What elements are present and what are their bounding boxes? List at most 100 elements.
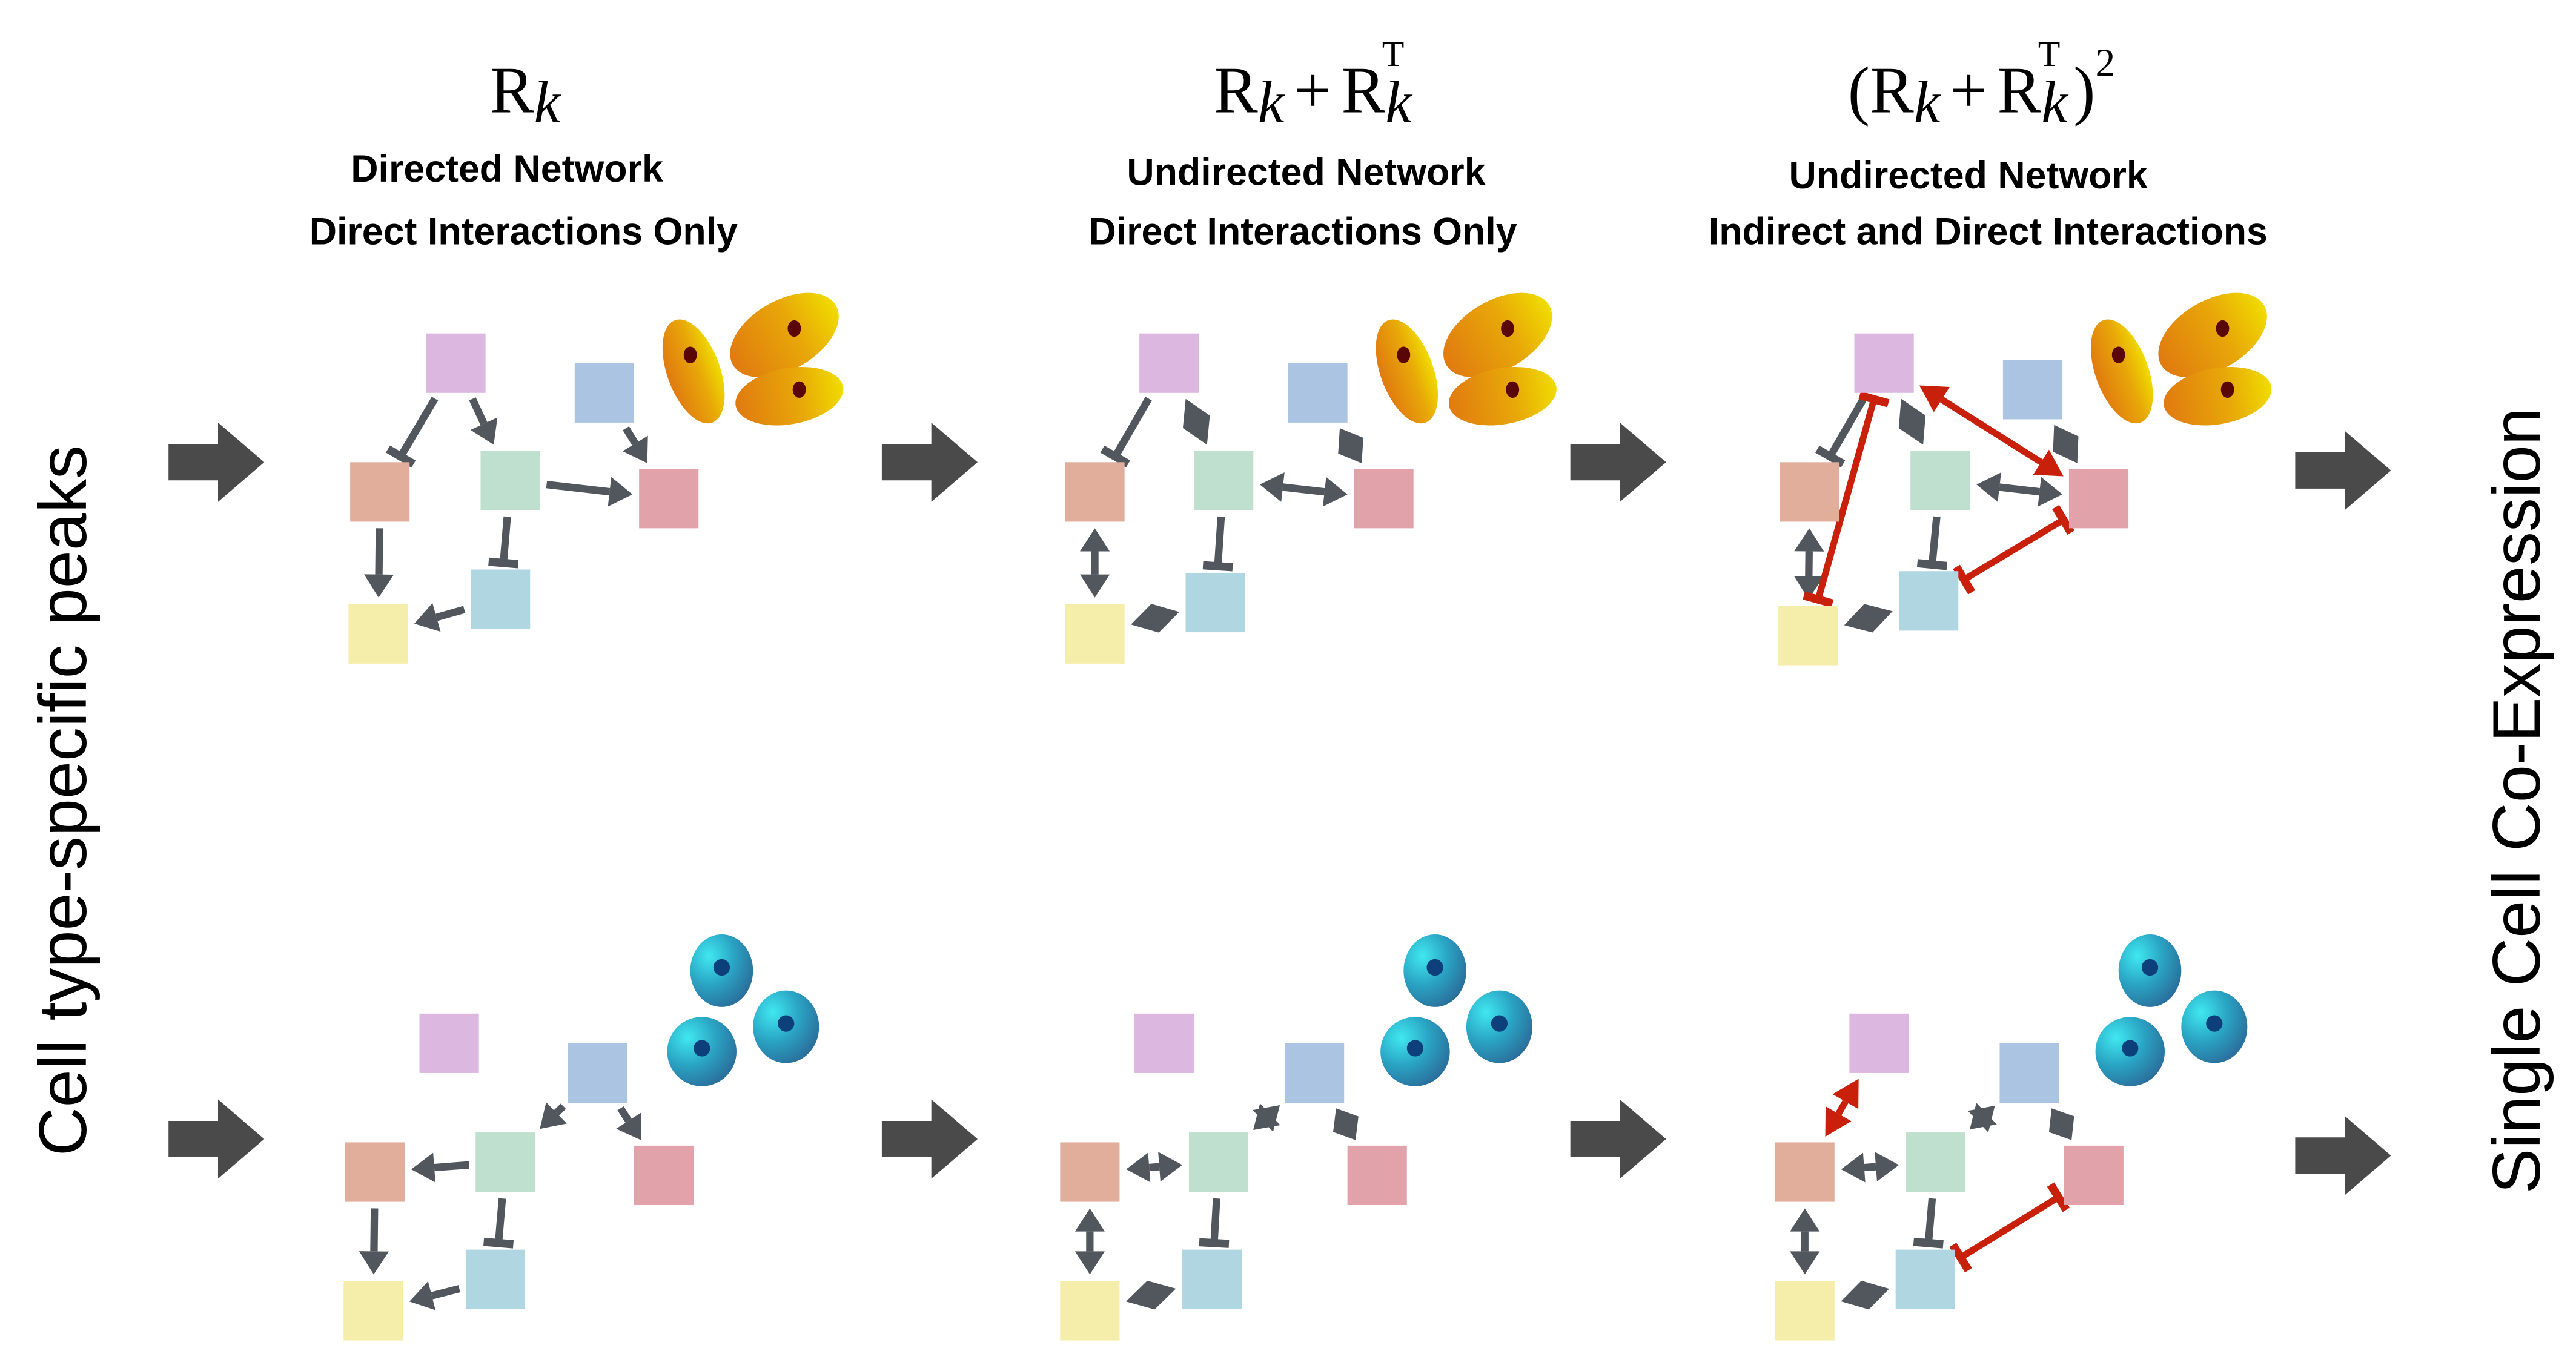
- inhibition-bar-icon: [483, 1237, 514, 1249]
- cell-type-1-icon: [1376, 292, 1557, 426]
- indirect-inh2-edge-pink-cyan: [1962, 517, 2065, 583]
- cell-nucleus: [2122, 1040, 2139, 1057]
- arrowhead-icon: [1080, 528, 1110, 552]
- node-cyan: [1895, 1249, 1955, 1309]
- cell-type-2-icon: [2095, 934, 2248, 1086]
- node-salmon: [1775, 1142, 1835, 1202]
- dia-edge-purple-green: [1898, 398, 1926, 445]
- node-cyan: [465, 1249, 526, 1309]
- arrowhead-icon: [622, 435, 648, 463]
- cell-body: [730, 292, 839, 378]
- node-cyan: [1182, 1249, 1242, 1309]
- arr-edge-green-pink: [546, 481, 611, 496]
- node-yellow: [1778, 606, 1838, 666]
- inhibition-bar-icon: [1815, 445, 1846, 468]
- arrowhead-icon: [1260, 472, 1285, 502]
- arrowhead-icon: [411, 1152, 435, 1183]
- inhibition-bar-icon: [1858, 391, 1890, 408]
- inhibition-bar-icon: [1803, 591, 1834, 608]
- flow-arrow-icon: [1570, 1099, 1666, 1179]
- indirect-inh2-edge-purple-yellow: [1815, 398, 1878, 601]
- nodes: [343, 333, 2129, 1341]
- edges: [359, 385, 2079, 1310]
- indirect-inh2-edge-pink-cyan: [1959, 1194, 2061, 1261]
- arr-edge-blue-pink: [623, 426, 639, 446]
- node-pink: [1354, 469, 1414, 529]
- arrowhead-icon: [1790, 1251, 1820, 1275]
- node-pink: [639, 469, 699, 529]
- cell-type-2-icon: [1380, 934, 1532, 1086]
- cell-body: [1376, 319, 1439, 424]
- arrowhead-icon: [1875, 1152, 1899, 1182]
- arrowhead-icon: [1794, 528, 1824, 552]
- cell-nucleus: [2216, 320, 2230, 337]
- arr-edge-salmon-yellow: [375, 528, 383, 575]
- node-salmon: [1780, 462, 1840, 522]
- inh-edge-green-cyan: [1210, 1198, 1220, 1244]
- indirect-bi-edge-purple-salmon: [1835, 1100, 1849, 1115]
- cell-nucleus: [1506, 381, 1520, 398]
- column-2-line2: Direct Interactions Only: [1088, 210, 1517, 253]
- node-cyan: [1185, 572, 1245, 633]
- arrowhead-icon: [1841, 1152, 1866, 1183]
- inhibition-bar-icon: [1916, 559, 1948, 570]
- arrowhead-icon: [1074, 1208, 1105, 1232]
- inh-edge-purple-salmon: [397, 397, 439, 459]
- cell-nucleus: [1426, 959, 1443, 976]
- inh-edge-green-cyan: [500, 516, 511, 564]
- node-purple: [1854, 333, 1914, 393]
- node-green: [1910, 451, 1970, 510]
- flow-arrow-icon: [881, 422, 978, 502]
- dia-edge-purple-green: [1182, 398, 1210, 445]
- inhibition-bar-icon: [386, 445, 416, 468]
- node-salmon: [345, 1142, 405, 1202]
- inhibition-bar-icon: [2047, 1182, 2070, 1212]
- arrowhead-icon: [608, 477, 633, 507]
- cell-nucleus: [2141, 959, 2159, 976]
- arr-edge-cyan-yellow: [431, 1285, 460, 1300]
- column-3-line1: Undirected Network: [1789, 154, 2148, 197]
- cell-nucleus: [694, 1040, 710, 1057]
- arrowhead-icon: [1074, 1251, 1105, 1275]
- node-green: [1906, 1132, 1965, 1192]
- arrowhead-icon: [364, 574, 394, 598]
- column-1-line1: Directed Network: [351, 148, 663, 190]
- dia-edge-blue-pink: [1333, 1108, 1359, 1140]
- arrowhead-icon: [1793, 576, 1824, 600]
- cell-body: [735, 367, 844, 426]
- node-blue: [2002, 360, 2063, 420]
- dia-edge-cyan-yellow: [1844, 604, 1893, 633]
- arr-edge-blue-green: [554, 1103, 566, 1116]
- node-cyan: [1899, 571, 1959, 631]
- flow-arrow-icon: [168, 422, 265, 502]
- bi-edge-salmon-green: [1864, 1163, 1876, 1172]
- inh-edge-purple-salmon: [1827, 397, 1867, 458]
- arrowhead-icon: [1967, 1105, 1995, 1132]
- dia-edge-cyan-yellow: [1841, 1280, 1890, 1310]
- inh-edge-purple-salmon: [1111, 397, 1152, 458]
- arrowhead-icon: [1832, 1079, 1859, 1109]
- flow-arrow-icon: [168, 1099, 265, 1179]
- column-1-line2: Direct Interactions Only: [310, 210, 738, 253]
- dia-edge-blue-pink: [2048, 1108, 2074, 1140]
- cell-nucleus: [1406, 1040, 1424, 1057]
- node-purple: [426, 333, 486, 393]
- left-label: Cell type-specific peaks: [25, 445, 101, 1156]
- arrowhead-icon: [414, 603, 441, 632]
- bi-edge-salmon-green: [1148, 1163, 1160, 1172]
- arrowhead-icon: [1080, 574, 1110, 598]
- arrowhead-icon: [616, 1112, 641, 1140]
- cell-nucleus: [792, 381, 806, 398]
- bi-edge-green-pink: [1999, 483, 2040, 496]
- cell-type-1-icon: [2090, 292, 2272, 426]
- cell-body: [2090, 319, 2153, 424]
- node-cyan: [471, 569, 531, 629]
- cell-nucleus: [2220, 381, 2234, 398]
- node-pink: [2064, 1145, 2124, 1206]
- arrowhead-icon: [2033, 449, 2064, 477]
- formula-squared: (Rk+RkT)2: [1848, 34, 2115, 136]
- column-3-line2: Indirect and Direct Interactions: [1709, 210, 2268, 253]
- inh-edge-green-cyan: [494, 1198, 506, 1244]
- inhibition-bar-icon: [488, 557, 519, 569]
